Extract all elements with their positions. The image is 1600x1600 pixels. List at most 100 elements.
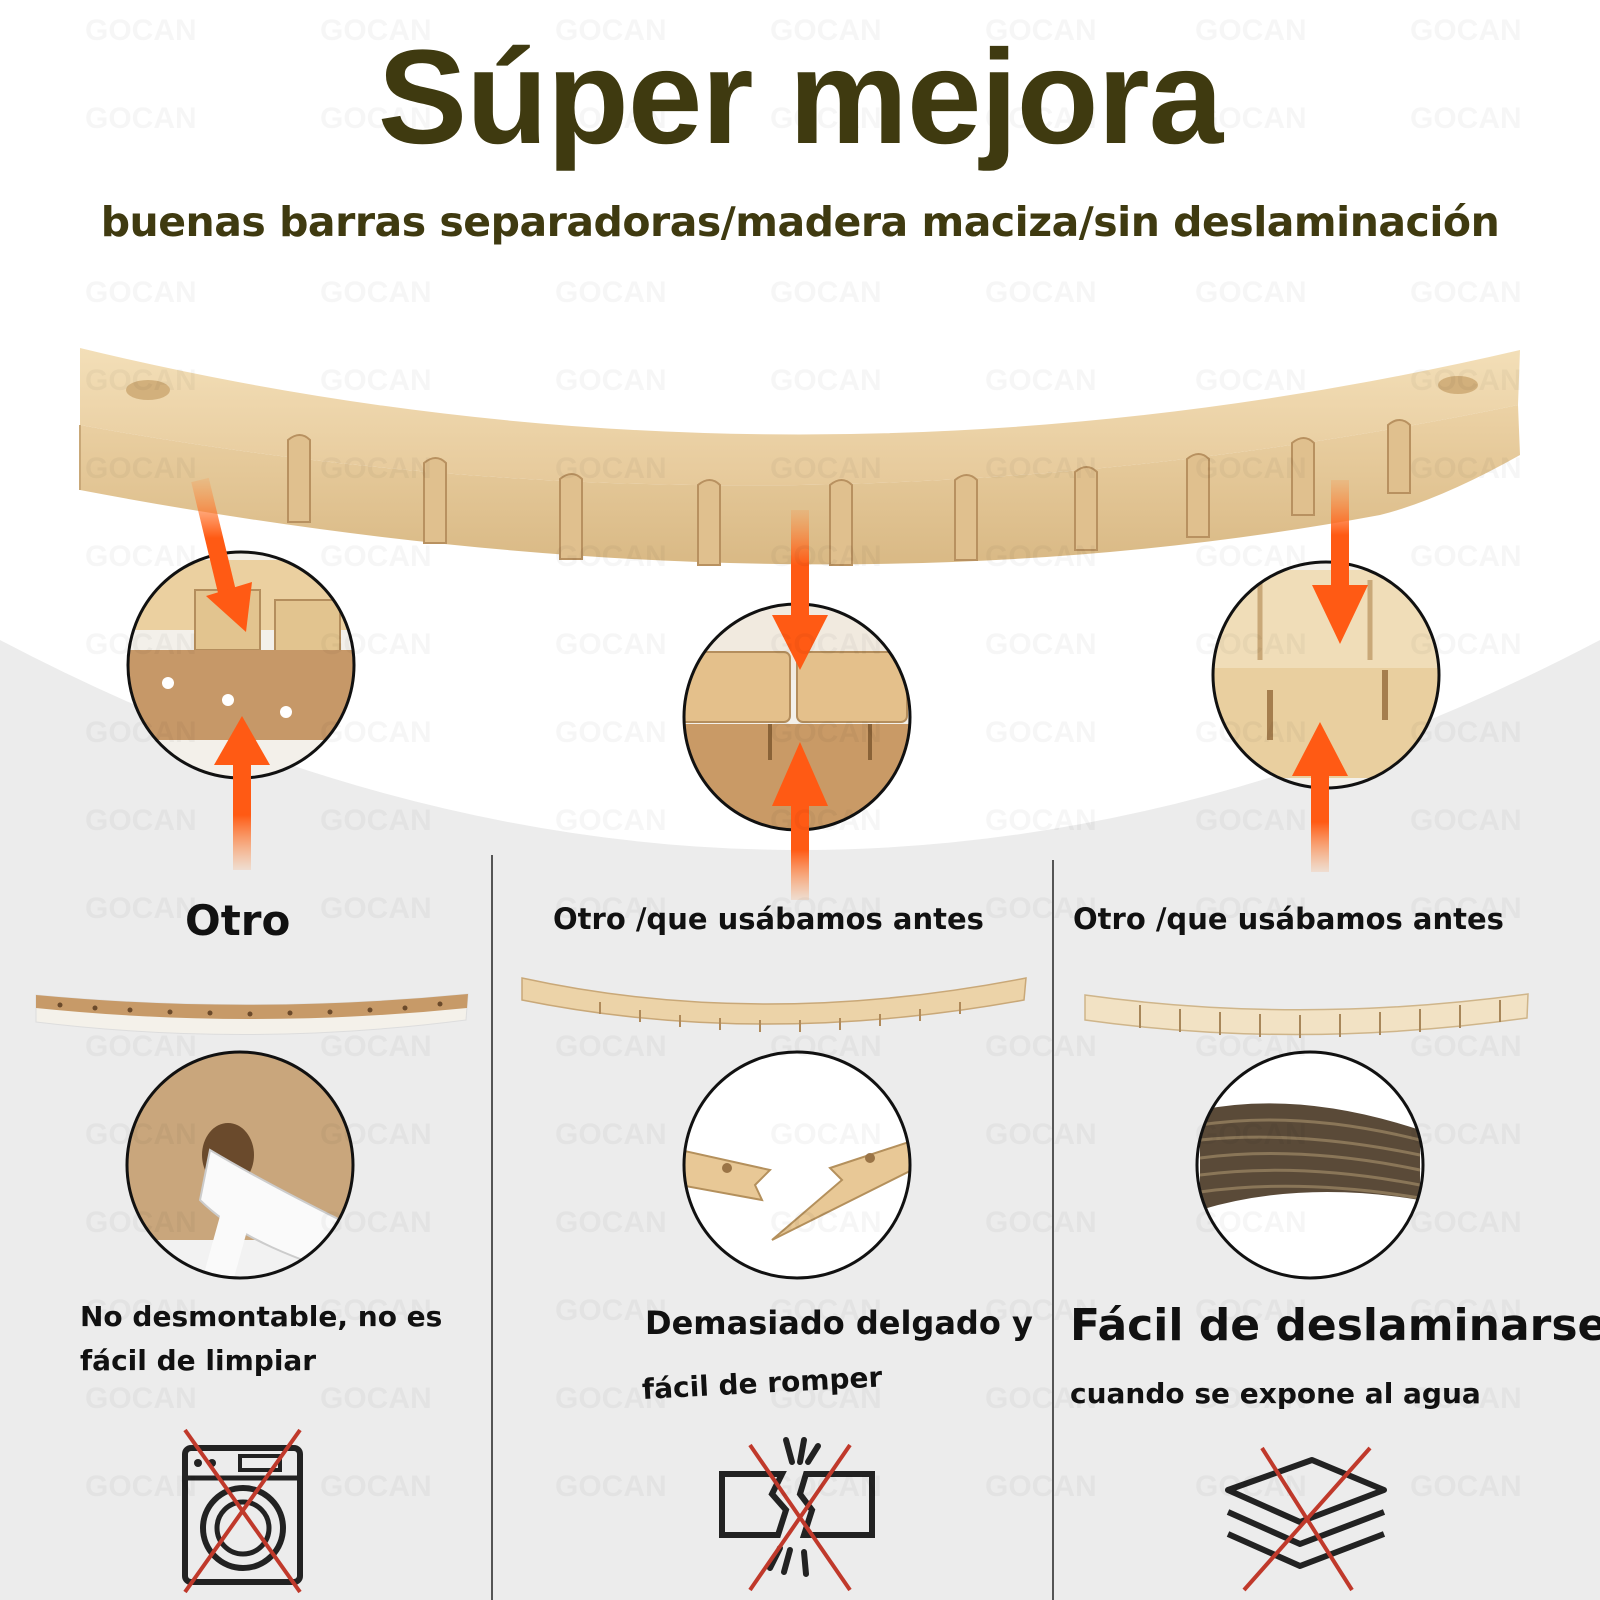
column-3-title: Otro /que usábamos antes [1073, 902, 1504, 936]
arrow-down-1 [191, 477, 252, 632]
watermark-text: GOCAN [1410, 804, 1522, 837]
watermark-text: GOCAN [1410, 1470, 1522, 1503]
watermark-text: GOCAN [320, 452, 432, 485]
broken-board-crossed-icon [719, 1437, 875, 1592]
watermark-text: GOCAN [85, 452, 197, 485]
washing-machine-crossed-icon [182, 1428, 303, 1594]
watermark-text: GOCAN [1410, 452, 1522, 485]
watermark-text: GOCAN [985, 1470, 1097, 1503]
watermark-text: GOCAN [985, 276, 1097, 309]
watermark-text: GOCAN [555, 628, 667, 661]
watermark-text: GOCAN [985, 716, 1097, 749]
detail-circle-broken [682, 1050, 912, 1280]
column-1-description-line-2: fácil de limpiar [80, 1344, 317, 1377]
watermark-text: GOCAN [1195, 1118, 1307, 1151]
watermark-text: GOCAN [320, 804, 432, 837]
watermark-text: GOCAN [320, 276, 432, 309]
watermark-text: GOCAN [770, 452, 882, 485]
watermark-text: GOCAN [555, 1030, 667, 1063]
watermark-text: GOCAN [85, 804, 197, 837]
column-1-description-line-1: No desmontable, no es [80, 1300, 443, 1333]
watermark-text: GOCAN [320, 628, 432, 661]
watermark-text: GOCAN [85, 364, 197, 397]
zoom-circle-solid-wood [682, 602, 912, 832]
watermark-text: GOCAN [555, 804, 667, 837]
product-bar-laminated [1084, 993, 1529, 1038]
watermark-text: GOCAN [1195, 1206, 1307, 1239]
watermark-text: GOCAN [1410, 1030, 1522, 1063]
watermark-text: GOCAN [985, 628, 1097, 661]
watermark-text: GOCAN [1195, 1030, 1307, 1063]
watermark-text: GOCAN [320, 1382, 432, 1415]
watermark-text: GOCAN [320, 1470, 432, 1503]
detail-circle-delaminated [1195, 1050, 1425, 1280]
watermark-text: GOCAN [1195, 804, 1307, 837]
watermark-text: GOCAN [85, 1118, 197, 1151]
page-subtitle: buenas barras separadoras/madera maciza/… [100, 198, 1500, 246]
product-bar-dowel [35, 993, 469, 1036]
detail-circle-rope [125, 1050, 355, 1280]
watermark-text: GOCAN [555, 1118, 667, 1151]
watermark-text: GOCAN [555, 1470, 667, 1503]
watermark-text: GOCAN [985, 540, 1097, 573]
column-3-description-line-1: Fácil de deslaminarse [1070, 1300, 1600, 1351]
watermark-text: GOCAN [320, 716, 432, 749]
watermark-text: GOCAN [85, 628, 197, 661]
watermark-text: GOCAN [85, 276, 197, 309]
watermark-text: GOCAN [320, 1030, 432, 1063]
column-3-description-line-2: cuando se expone al agua [1070, 1377, 1481, 1410]
watermark-text: GOCAN [985, 1206, 1097, 1239]
arrow-up-3 [1292, 722, 1348, 872]
watermark-text: GOCAN [985, 1118, 1097, 1151]
top-white-region [0, 0, 1600, 850]
watermark-text: GOCAN [555, 364, 667, 397]
watermark-text: GOCAN [1195, 716, 1307, 749]
watermark-text: GOCAN [770, 628, 882, 661]
watermark-text: GOCAN [985, 364, 1097, 397]
watermark-text: GOCAN [1195, 276, 1307, 309]
watermark-text: GOCAN [85, 892, 197, 925]
watermark-text: GOCAN [1195, 540, 1307, 573]
watermark-text: GOCAN [555, 540, 667, 573]
arrow-down-3 [1312, 480, 1368, 644]
column-1-title: Otro [185, 896, 291, 945]
product-bar-thin [521, 977, 1027, 1032]
arrow-up-1 [214, 716, 270, 870]
watermark-text: GOCAN [555, 276, 667, 309]
watermark-text: GOCAN [1195, 364, 1307, 397]
watermark-text: GOCAN [555, 1206, 667, 1239]
watermark-text: GOCAN [320, 540, 432, 573]
watermark-text: GOCAN [85, 540, 197, 573]
watermark-text: GOCAN [1410, 540, 1522, 573]
watermark-text: GOCAN [320, 892, 432, 925]
watermark-text: GOCAN [770, 804, 882, 837]
watermark-text: GOCAN [85, 1030, 197, 1063]
watermark-text: GOCAN [985, 804, 1097, 837]
layers-crossed-icon [1225, 1446, 1387, 1592]
watermark-text: GOCAN [770, 540, 882, 573]
watermark-text: GOCAN [770, 276, 882, 309]
watermark-text: GOCAN [85, 1382, 197, 1415]
watermark-text: GOCAN [555, 716, 667, 749]
watermark-text: GOCAN [985, 1030, 1097, 1063]
watermark-text: GOCAN [1195, 1470, 1307, 1503]
watermark-text: GOCAN [770, 364, 882, 397]
watermark-text: GOCAN [1410, 364, 1522, 397]
watermark-text: GOCAN [320, 364, 432, 397]
main-wooden-bar [79, 348, 1520, 566]
watermark-text: GOCAN [985, 452, 1097, 485]
watermark-text: GOCAN [1195, 628, 1307, 661]
watermark-text: GOCAN [85, 1206, 197, 1239]
watermark-text: GOCAN [85, 716, 197, 749]
watermark-text: GOCAN [770, 1470, 882, 1503]
watermark-text: GOCAN [1410, 716, 1522, 749]
watermark-text: GOCAN [320, 1118, 432, 1151]
watermark-text: GOCAN [770, 1030, 882, 1063]
column-2-title: Otro /que usábamos antes [553, 902, 984, 936]
arrow-up-2 [772, 742, 828, 900]
watermark-text: GOCAN [320, 1206, 432, 1239]
watermark-text: GOCAN [1410, 628, 1522, 661]
watermark-text: GOCAN [85, 1470, 197, 1503]
watermark-text: GOCAN [1195, 452, 1307, 485]
watermark-text: GOCAN [770, 1118, 882, 1151]
